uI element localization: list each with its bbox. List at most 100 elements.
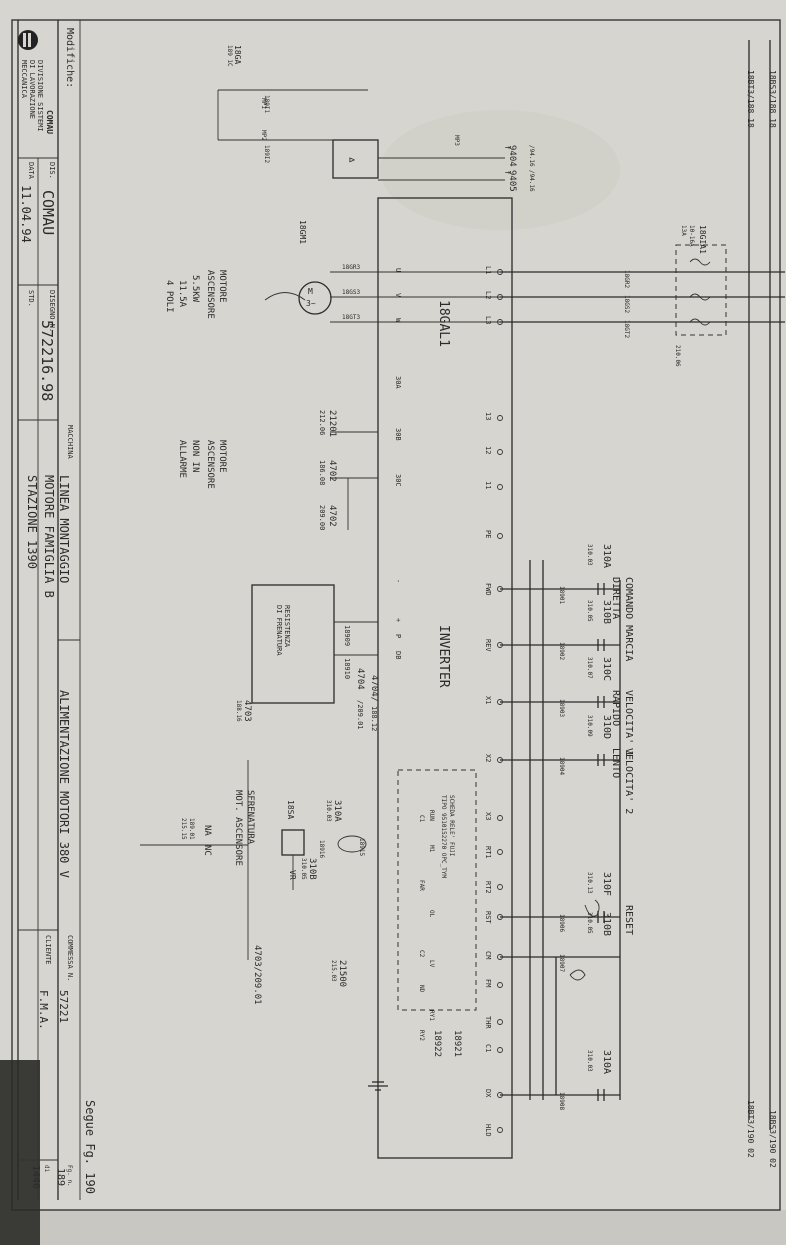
control-contact: 310B [601,912,612,936]
inverter-terminal-top: FM [484,979,492,987]
inverter-terminal-top: X1 [484,696,492,704]
alarm-note-4: ALLARME [177,440,187,478]
feedback-out-2: 9405 [507,170,517,192]
line-wire-2: 18GS2 [623,295,630,313]
sfrenatura-relay: 18SA [286,800,295,819]
brake-title-2: DI FRENATURA [275,605,283,656]
inverter-terminal-top: RST [484,911,492,924]
control-contact-ref: 310.07 [586,657,593,679]
control-contact: 310D [601,715,612,739]
macchina-line-1: LINEA MONTAGGIO [57,475,71,583]
alarm-ref-3-ref: 209.00 [318,505,326,530]
inverter-terminal-bottom: DB [394,651,402,659]
feedback-wire-2: 189I2 [263,145,270,163]
motor-wire-label: 18GS3 [342,289,360,296]
relay-board-box [397,769,477,1011]
relay-board-18922: 18922 [432,1030,442,1057]
motor-tag: 18GM1 [298,220,307,244]
inverter-terminal-bottom: W [394,318,402,323]
inverter-terminal-top: 11 [484,481,492,489]
inverter-terminal-bottom: - [394,579,402,583]
control-contact-ref: 310.03 [586,1050,593,1072]
inverter-terminal-bottom: 30A [394,376,402,389]
brake-resistor-box [251,584,335,704]
control-contact-ref: 310.05 [586,912,593,934]
alarm-ref-2-ref: 186.08 [318,460,326,485]
feedback-wire-1: 189I1 [263,95,270,113]
relay-board-term: LV [428,960,435,968]
sfrenatura-na-ref-2: 215.15 [180,818,187,840]
cliente-label: CLIENTE [44,935,52,965]
control-contact-ref: 310.13 [586,872,593,894]
terminal-dot [497,914,503,920]
feedback-out-1: 9404 [507,145,517,167]
fuse-box [675,244,727,336]
terminal-dot [497,449,503,455]
inverter-terminal-top: RT1 [484,846,492,859]
bus-right-top: 18BS3/190 02 [768,1110,777,1168]
terminal-dot [497,586,503,592]
relay-board-title: SCHEDA RELE' FUJI [448,795,455,857]
sfrenatura-vr: VR [288,870,297,880]
sfrenatura-wire: 18915 [358,838,365,856]
brake-title-1: RESISTENZA [283,605,291,648]
brake-ref2-page: 188.12 [370,706,378,731]
division-line-1: DIVISIONE SISTEMI [36,60,44,132]
sfrenatura-alarm-ref: 215.03 [330,960,337,982]
inverter-terminal-top: REV [484,639,492,652]
terminal-dot [497,849,503,855]
sfrenatura-ref: 4703 [242,700,252,722]
relay-board-run: RUN [428,810,435,821]
sfrenatura-nc: NC [202,845,212,856]
inverter-terminal-bottom: U [394,268,402,272]
inverter-terminal-top: PE [484,530,492,538]
division-line-3: MECCANICA [20,60,28,99]
motor-desc-2: ASCENSORE [205,270,215,319]
sfrenatura-contact-2: 310B [307,858,317,880]
control-lines [500,560,621,1100]
inverter-name: INVERTER [436,625,451,688]
inverter-terminal-top: CM [484,951,492,959]
terminal-dot [497,484,503,490]
inverter-terminal-top: 13 [484,412,492,420]
relay-board-term: M1 [428,845,435,853]
control-label: VELOCITA' 2 [623,748,634,814]
sfrenatura-out: 4703/209.01 [252,945,262,1005]
control-contact: 310B [601,600,612,624]
circled-mark [337,835,367,853]
macchina-line-3: STAZIONE 1390 [25,475,39,569]
inverter-terminal-top: RT2 [484,881,492,894]
bus-right-mid: 18BT3/190 02 [746,1100,755,1158]
feedback-top-ref: 189 1C [226,45,233,67]
terminal-dot [497,757,503,763]
alarm-note-3: NON IN [190,440,200,473]
commessa-label: COMMESSA N. [66,935,74,981]
terminal-dot [497,815,503,821]
control-label: RESET [623,905,634,935]
alarm-ref-3-num: 4702 [327,505,337,527]
terminal-dot [497,319,503,325]
feedback-out-1-ref: /94.16 [528,145,535,167]
fg-value: 189 [55,1168,66,1186]
feedback-arrow-2: → [505,168,511,178]
sfrenatura-ref-page: 188.16 [235,700,242,722]
motor-desc-3: 5.5KW [190,275,200,303]
sheet-title: ALIMENTAZIONE MOTORI 380 V [57,690,71,878]
handwritten-mark-2 [569,969,586,981]
motor-ground-icon [264,292,306,301]
inverter-terminal-bottom: 30C [394,474,402,487]
modifiche-label: Modifiche: [64,28,75,88]
data-label: DATA [27,162,35,180]
brake-ref1: 4704 [355,668,365,690]
control-label: RAPIDO [610,690,621,726]
relay-board-term: ND [418,985,425,993]
sfrenatura-contact-1: 310A [332,800,342,822]
dis-label: DIS. [48,162,56,179]
of-value: 1446 [30,1165,41,1189]
relay-board-term: FAR [418,880,425,891]
svg-text:M: M [308,287,313,296]
feedback-out-2-ref: /94.16 [528,170,535,192]
alarm-ref-2-num: 4702 [327,460,337,482]
std-label: STD. [27,290,35,307]
